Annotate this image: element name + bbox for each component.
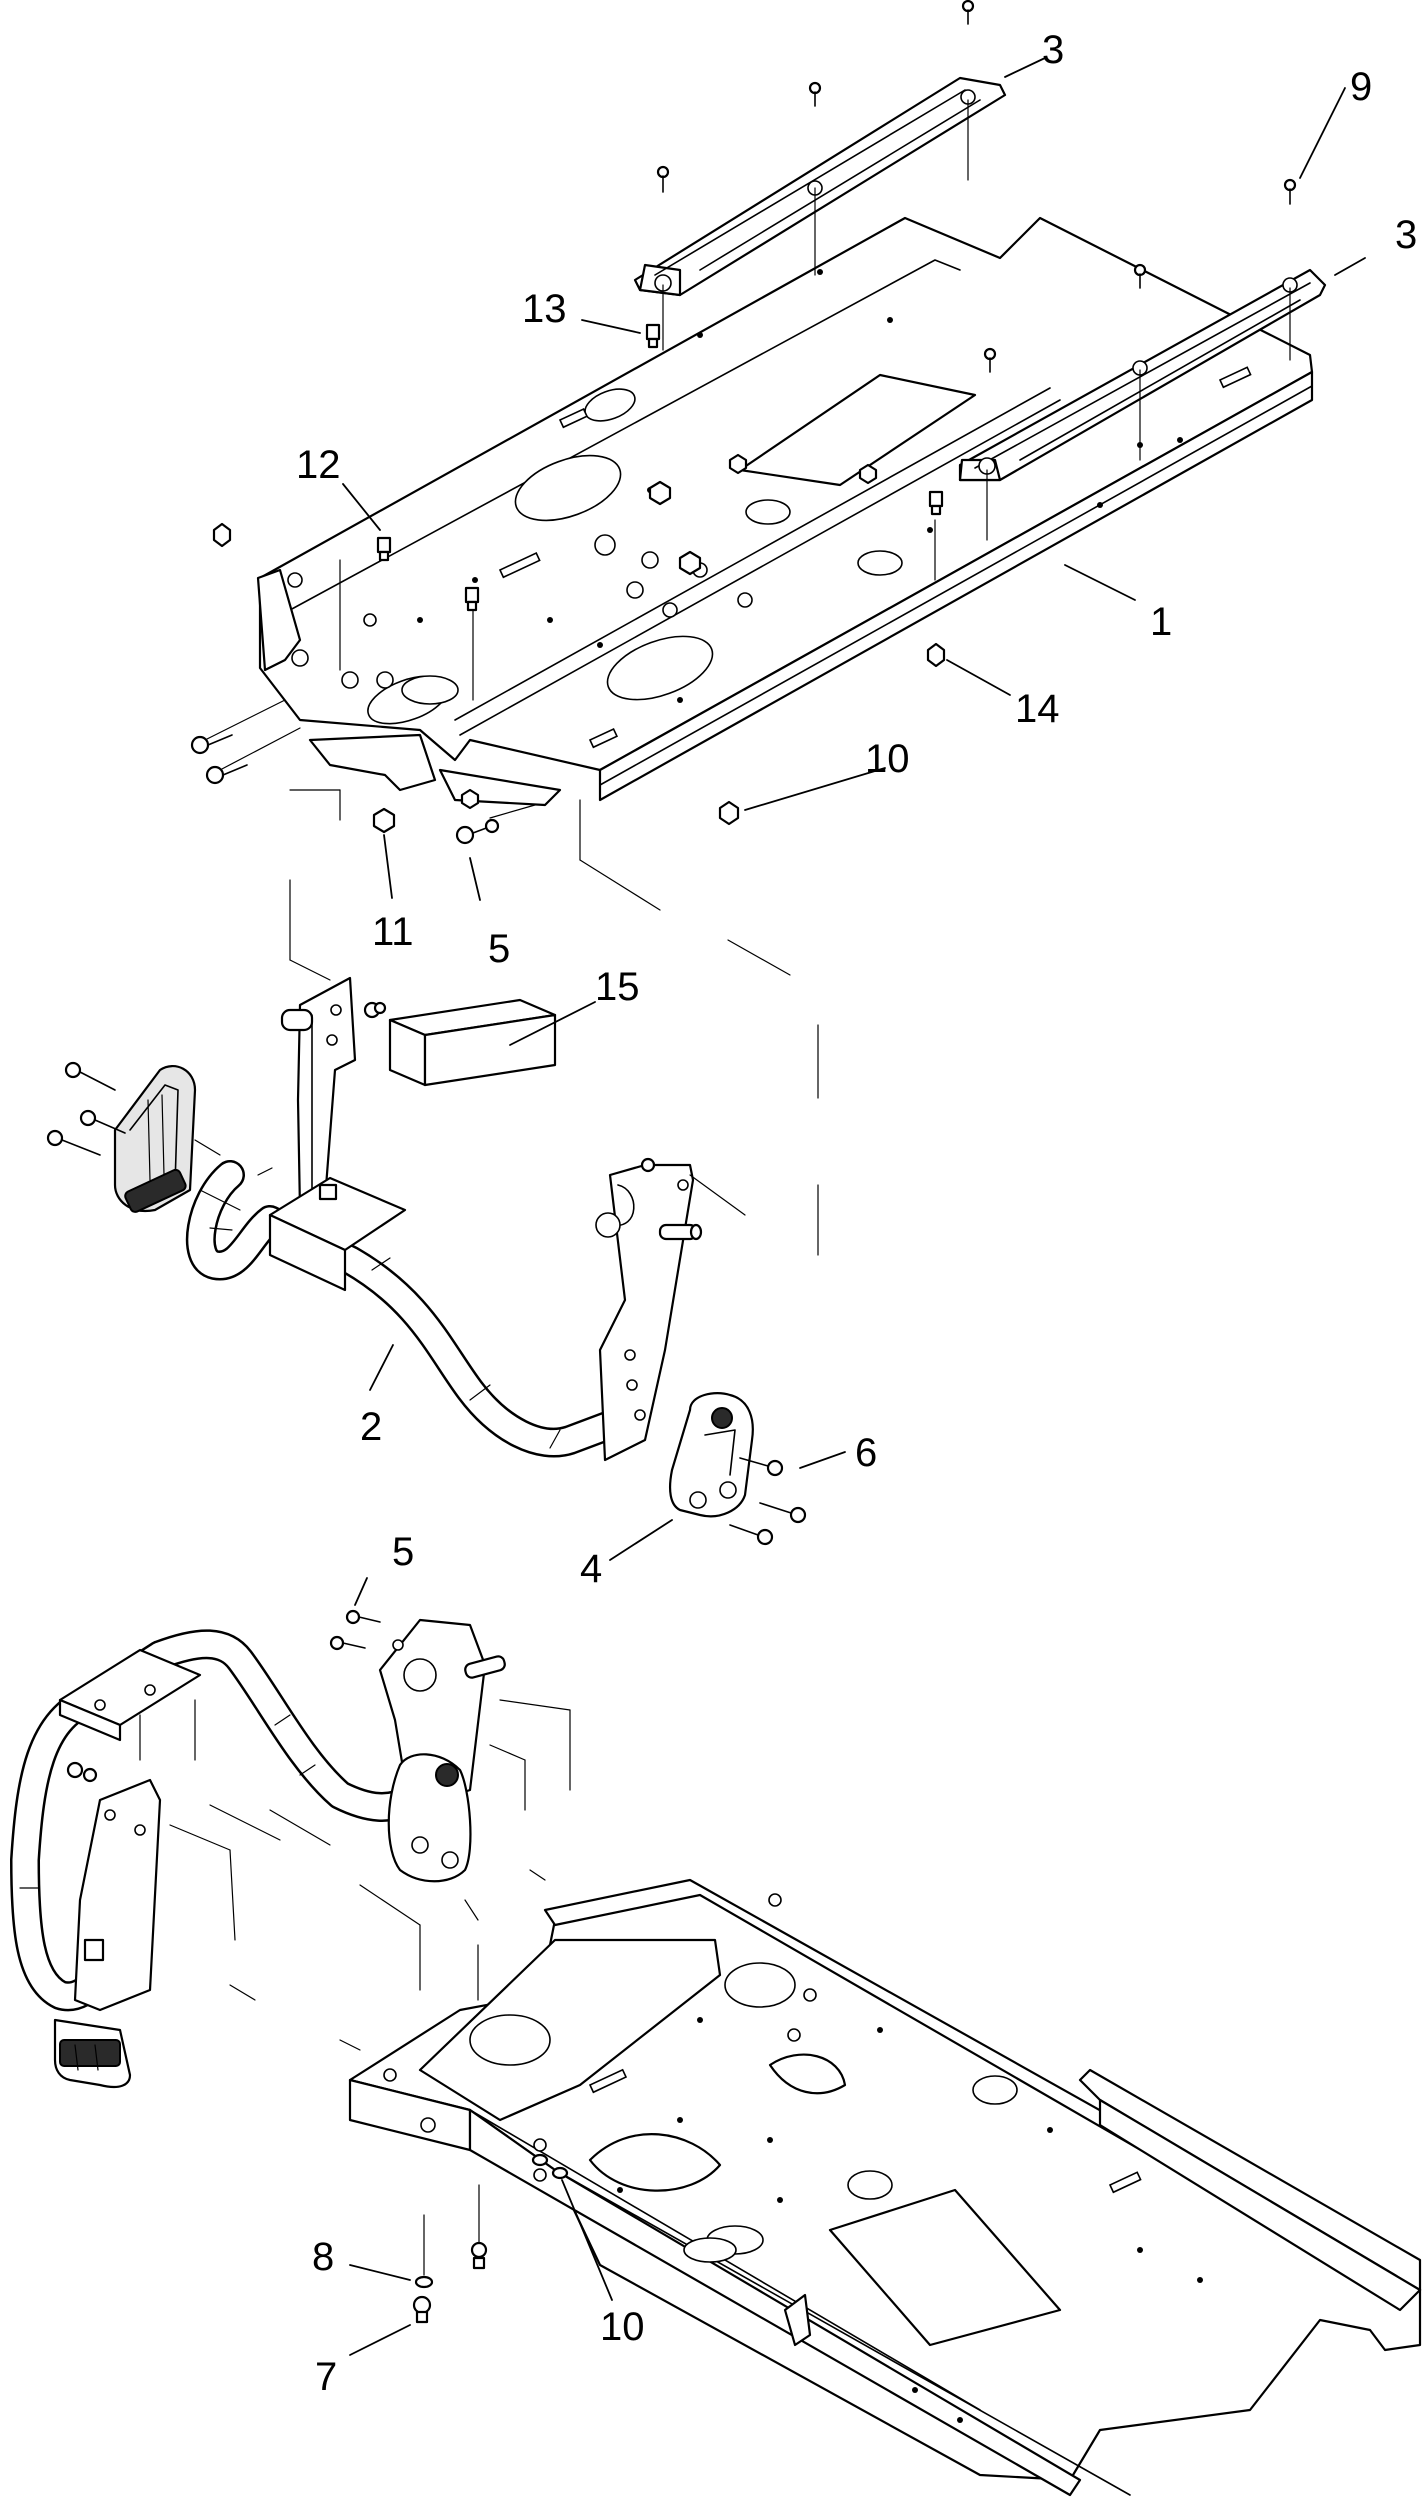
latch-bolt-left-b [79, 1109, 126, 1134]
screw-right-top [640, 1157, 656, 1173]
hardware-top [190, 0, 1297, 845]
callout-10-top: 10 [865, 737, 910, 781]
bolt-7 [412, 2295, 432, 2324]
callout-2: 2 [360, 1405, 382, 1449]
bolt-12c [928, 490, 944, 516]
foam-block [388, 998, 557, 1087]
callout-10-bottom: 10 [600, 2305, 645, 2349]
latch-plate-right [669, 1392, 754, 1518]
seat-bar-assembly-bottom [10, 1609, 1422, 2497]
callout-6: 6 [855, 1431, 877, 1475]
latch-plate-left [113, 1064, 197, 1213]
bolt-12b [464, 586, 480, 612]
callout-14: 14 [1015, 687, 1060, 731]
screw-9b [808, 81, 822, 107]
latch-bolt-right-a [739, 1457, 784, 1477]
seat-rail-rear [633, 76, 1007, 297]
pivot-pin-right [658, 1223, 703, 1241]
seat-bar-right-upright [598, 1163, 695, 1462]
pin-5b-b [329, 1635, 366, 1651]
screw-9a [961, 0, 975, 25]
callout-15: 15 [595, 965, 640, 1009]
callout-9: 9 [1350, 65, 1372, 109]
callout-labels: 1 2 3 3 4 5 5 6 7 8 9 10 10 11 12 13 14 … [296, 28, 1417, 2399]
screw-9f [983, 347, 997, 373]
screw-9d [1283, 178, 1297, 205]
callout-5-top: 5 [488, 927, 510, 971]
bolt-12a [376, 536, 392, 562]
callout-8: 8 [312, 2235, 334, 2279]
latch-bolt-left-c [46, 1129, 101, 1156]
screw-9e [1133, 263, 1147, 289]
assembly-guide-lines-top [204, 99, 1291, 1256]
assembly-guide-lines-bottom [139, 1699, 571, 2051]
washer-8 [414, 2275, 434, 2289]
nut-10-bottom [531, 2153, 569, 2180]
callout-5-bottom: 5 [392, 1530, 414, 1574]
callout-13: 13 [522, 287, 567, 331]
bolt-bottom-mid [470, 2241, 488, 2270]
pin-left-b [205, 764, 248, 785]
latch-bolt-left-a [64, 1061, 116, 1091]
bolt-13 [645, 323, 661, 349]
seat-rail-front [958, 268, 1327, 482]
callout-7: 7 [315, 2355, 337, 2399]
screw-9c [656, 165, 670, 193]
callout-3-front-rail: 3 [1395, 213, 1417, 257]
frame-assembly-top [256, 216, 1314, 807]
latch-bolt-right-c [729, 1524, 774, 1546]
pin-5b-a [345, 1609, 381, 1625]
callout-12: 12 [296, 443, 341, 487]
callout-3-rear-rail: 3 [1042, 28, 1064, 72]
pin-middle-top [363, 1001, 387, 1019]
callout-1: 1 [1150, 600, 1172, 644]
callout-11: 11 [372, 910, 414, 954]
callout-leaders [342, 57, 1366, 2356]
latch-bolt-right-b [759, 1502, 807, 1524]
bolt-bottom-left-a [66, 1761, 98, 1783]
frame-left-flange [256, 568, 302, 672]
callout-4: 4 [580, 1547, 602, 1591]
seat-bar-assembly-middle [46, 976, 807, 1546]
pin-left-a [190, 734, 233, 755]
